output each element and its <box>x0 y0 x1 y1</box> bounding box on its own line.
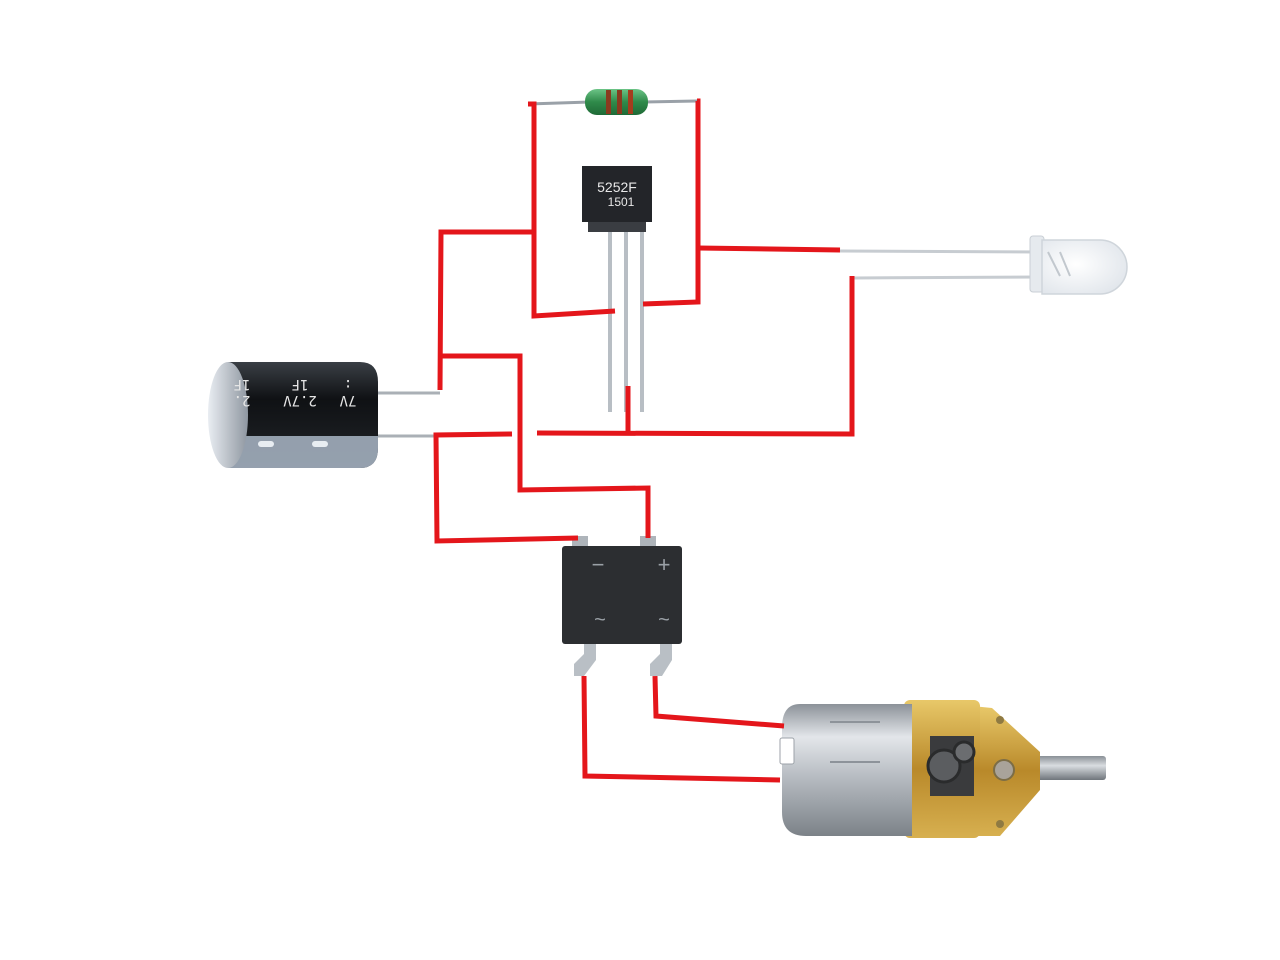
led-lead-top <box>839 249 1041 254</box>
capacitor-mark <box>312 441 328 447</box>
resistor-lead-left <box>527 100 591 106</box>
wire-resistor-left-to-ic <box>528 101 616 319</box>
resistor-body <box>585 89 648 115</box>
bridge-pin-top-right <box>640 536 656 548</box>
wire-cap-top-to-bridge-plus <box>441 353 651 538</box>
bridge-body <box>562 546 682 644</box>
wires <box>433 98 855 783</box>
capacitor-end-cap <box>208 362 248 468</box>
ic-marking-line2: 1501 <box>608 195 635 209</box>
capacitor-text-col2: 2. <box>234 392 251 408</box>
led-lens <box>1041 239 1128 295</box>
bridge-pin-bottom-right <box>650 640 672 676</box>
resistor-band <box>606 90 611 114</box>
bridge-minus-label: − <box>592 552 605 577</box>
bridge-plus-label: + <box>658 552 671 577</box>
motor-terminal <box>779 737 795 765</box>
capacitor-text-col3b: : <box>344 376 352 392</box>
capacitor-text-col2b: 1F <box>234 376 251 392</box>
motor-bearing <box>993 759 1015 781</box>
capacitor-text-col1: 2.7V <box>283 392 317 408</box>
bridge-ac-left-label: ~ <box>594 609 606 631</box>
motor-gear-icon <box>926 748 962 784</box>
motor-screw <box>996 820 1004 828</box>
motor-can <box>782 704 912 836</box>
ic-lead-middle <box>624 220 628 412</box>
wire-cap-bottom-to-bridge-minus <box>433 431 579 544</box>
led-lead-bottom <box>852 275 1041 280</box>
wire-bridge-right-to-motor <box>652 675 785 729</box>
motor-screw <box>996 716 1004 724</box>
capacitor: 2.7V 1F 2. 1F 7V : <box>208 362 440 468</box>
resistor-lead-right <box>643 99 698 104</box>
led <box>839 235 1128 295</box>
ic-5252f: 5252F 1501 <box>582 166 652 412</box>
wire-ground-rail-to-led <box>536 276 855 437</box>
capacitor-sleeve-band <box>228 436 378 468</box>
geared-motor <box>779 700 1106 838</box>
capacitor-text-col3: 7V <box>339 392 356 408</box>
wire-cap-top-to-rail <box>437 229 532 391</box>
resistor-band <box>617 90 622 114</box>
wire-to-led-top <box>697 245 841 253</box>
ic-lead-right <box>640 220 644 412</box>
bridge-ac-right-label: ~ <box>658 609 670 631</box>
wire-bridge-left-to-motor <box>581 675 781 783</box>
resistor <box>527 89 698 115</box>
led-anvil <box>1047 251 1061 277</box>
capacitor-mark <box>258 441 274 447</box>
bridge-rectifier: − + ~ ~ <box>562 536 682 676</box>
capacitor-label: 2.7V 1F 2. 1F 7V : <box>234 376 357 408</box>
ic-body <box>582 166 652 222</box>
ic-marking-line1: 5252F <box>597 179 637 195</box>
capacitor-text-col1b: 1F <box>292 376 309 392</box>
ic-lead-left <box>608 220 612 412</box>
wire-resistor-right-to-ic <box>642 98 701 307</box>
resistor-band <box>628 90 633 114</box>
motor-gear-icon <box>952 740 976 764</box>
led-post <box>1059 251 1071 277</box>
bridge-pin-bottom-left <box>574 640 596 676</box>
